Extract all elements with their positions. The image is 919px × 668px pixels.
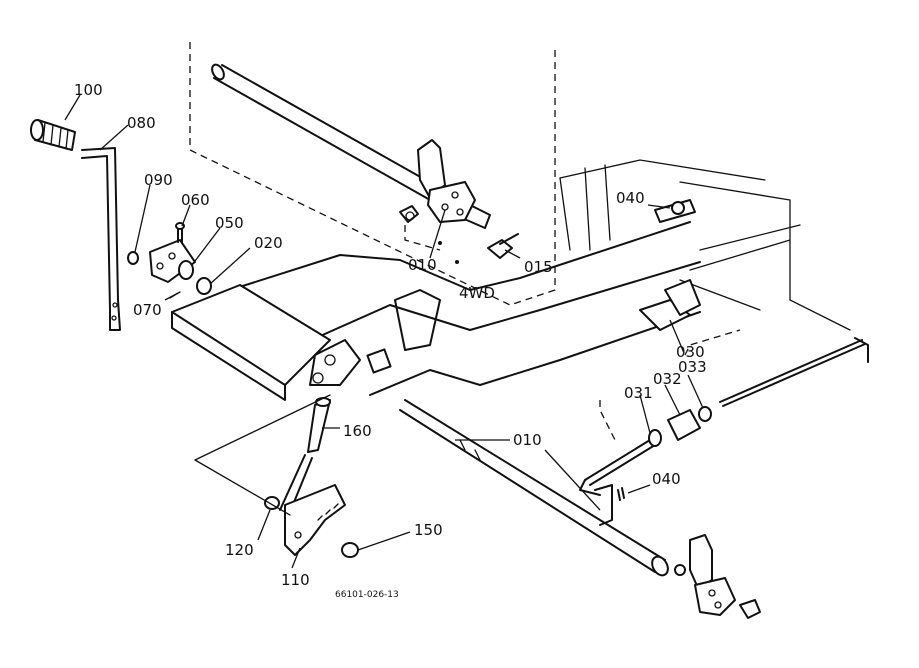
guide-lines <box>194 394 331 516</box>
label-070: 070 <box>133 301 162 319</box>
label-031: 031 <box>624 384 653 402</box>
pivot-bracket <box>309 339 361 386</box>
4wd-inset-outline <box>189 42 556 306</box>
main-shaft-010 <box>399 399 669 577</box>
label-160: 160 <box>343 422 372 440</box>
4wd-arm-assembly <box>399 139 476 264</box>
label-100: 100 <box>74 81 103 99</box>
leader-lines <box>64 94 704 569</box>
floor-plate <box>171 284 331 401</box>
label-090: 090 <box>144 171 173 189</box>
label-110: 110 <box>281 571 310 589</box>
label-040-mid: 040 <box>652 470 681 488</box>
label-040-top: 040 <box>616 189 645 207</box>
label-030: 030 <box>676 343 705 361</box>
label-060: 060 <box>181 191 210 209</box>
label-050: 050 <box>215 214 244 232</box>
label-020: 020 <box>254 234 283 252</box>
rod-031-assembly <box>579 400 712 496</box>
lever-080 <box>81 147 121 331</box>
pin-040 <box>617 487 625 501</box>
hand-lever-110 <box>279 397 346 556</box>
shaft-end-arm <box>674 534 761 619</box>
drawing-number: 66101-026-13 <box>335 590 399 600</box>
label-015: 015 <box>524 258 553 276</box>
main-frame <box>229 221 701 396</box>
knob-100 <box>30 119 76 151</box>
hub-assembly <box>127 222 212 299</box>
nut-150 <box>341 542 359 558</box>
rod-030 <box>684 329 869 407</box>
label-010-top: 010 <box>408 256 437 274</box>
label-4wd: 4WD <box>459 284 495 302</box>
right-chassis <box>559 159 851 331</box>
label-120: 120 <box>225 541 254 559</box>
label-033: 033 <box>678 358 707 376</box>
bolt-015 <box>487 233 519 259</box>
label-010-main: 010 <box>513 431 542 449</box>
label-032: 032 <box>653 370 682 388</box>
label-150: 150 <box>414 521 443 539</box>
label-080: 080 <box>127 114 156 132</box>
